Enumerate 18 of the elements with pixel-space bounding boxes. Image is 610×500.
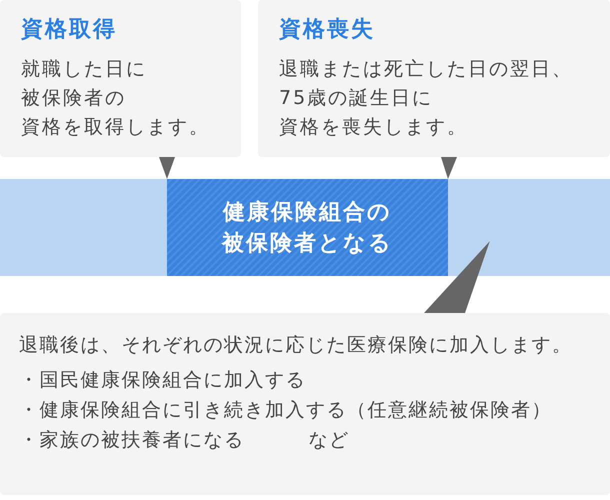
period-label: 健康保険組合の被保険者となる	[222, 198, 393, 258]
note-text: 退職後は、それぞれの状況に応じた医療保険に加入します。	[19, 333, 572, 358]
callout-text: 退職または死亡した日の翌日、75歳の誕生日に資格を喪失します。	[279, 57, 573, 140]
coverage-period-box	[167, 179, 448, 276]
bullet-item: ・家族の被扶養者になる	[19, 428, 244, 453]
bullet-item: ・国民健康保険組合に加入する	[19, 368, 306, 393]
bullet-item: ・健康保険組合に引き続き加入する（任意継続被保険者）	[19, 398, 552, 423]
callout-box	[0, 0, 241, 157]
pointer-arrow	[424, 241, 490, 313]
callout-heading: 資格喪失	[279, 16, 375, 44]
callout-box	[0, 313, 610, 495]
callout-box	[258, 0, 610, 157]
note-text: など	[308, 428, 350, 453]
callout-heading: 資格取得	[21, 16, 117, 44]
pointer-arrow	[159, 157, 175, 179]
callout-text: 就職した日に被保険者の資格を取得します。	[21, 57, 210, 140]
pointer-arrow	[441, 157, 457, 179]
timeline-band	[0, 179, 610, 276]
